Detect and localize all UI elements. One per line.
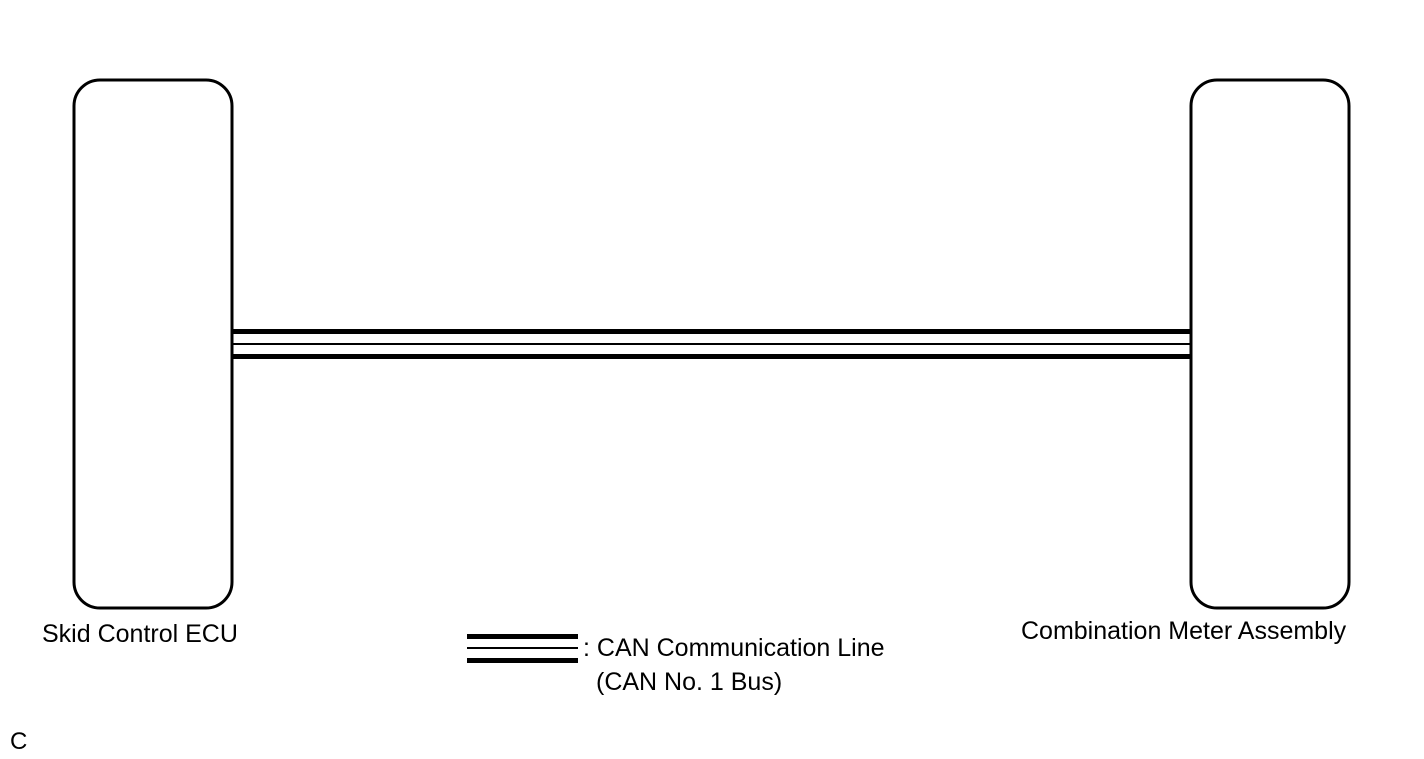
combination-meter-box <box>1189 78 1351 610</box>
skid-control-ecu-box <box>72 78 234 610</box>
corner-code: C <box>10 728 28 755</box>
skid-control-ecu-label: Skid Control ECU <box>42 620 238 648</box>
combination-meter-label: Combination Meter Assembly <box>1021 617 1347 645</box>
legend-text-line2: (CAN No. 1 Bus) <box>596 668 783 696</box>
legend-upper-wire <box>467 634 578 639</box>
can-bus-upper-wire <box>232 329 1191 334</box>
can-bus-line <box>232 329 1191 359</box>
can-bus-middle-wire <box>232 343 1191 345</box>
legend-middle-wire <box>467 647 578 649</box>
can-bus-lower-wire <box>232 354 1191 359</box>
legend-text-line1: : CAN Communication Line <box>583 634 885 662</box>
legend-lower-wire <box>467 658 578 663</box>
legend-can-symbol <box>467 634 578 663</box>
